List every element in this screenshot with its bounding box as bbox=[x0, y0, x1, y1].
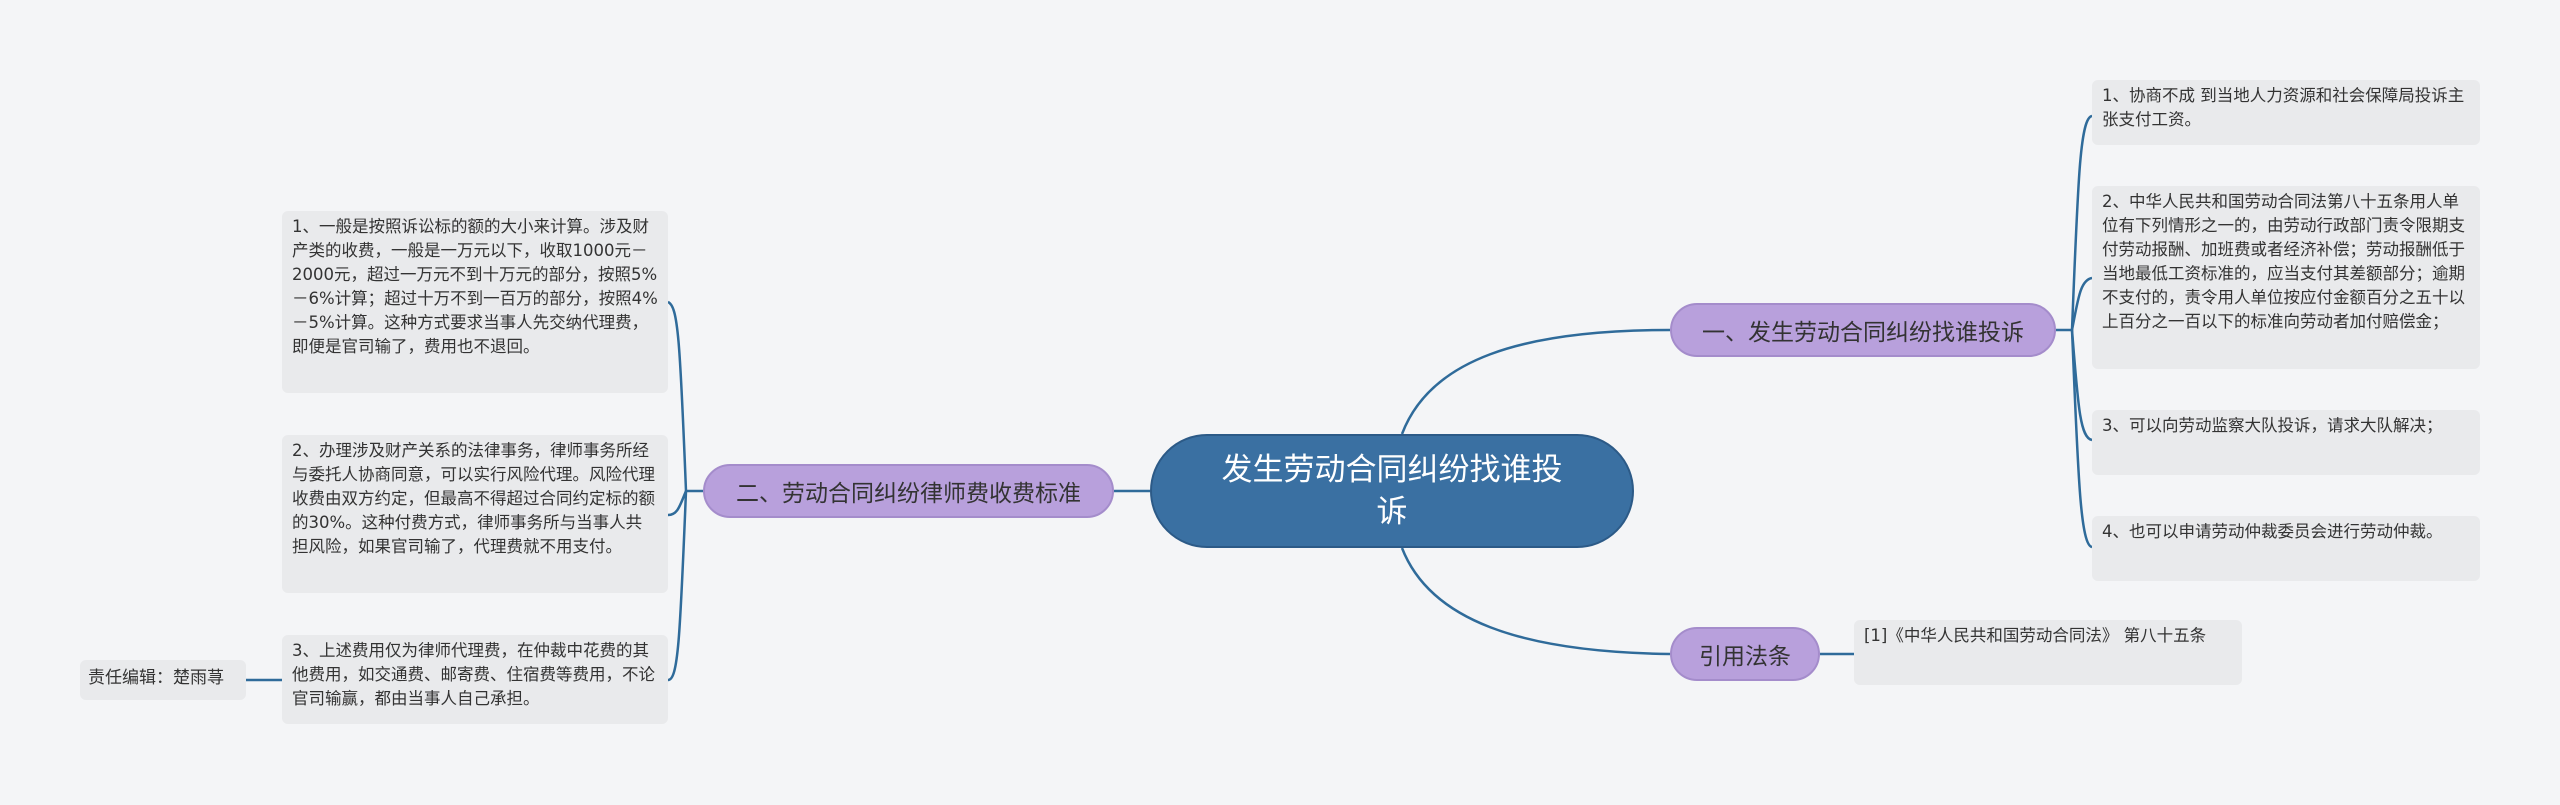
leaf-cited-law-1[interactable]: [1]《中华人民共和国劳动合同法》 第八十五条 bbox=[1854, 620, 2242, 685]
leaf-lawyer-fee-2-text: 2、办理涉及财产关系的法律事务，律师事务所经与委托人协商同意，可以实行风险代理。… bbox=[292, 441, 655, 556]
connector-branch-3-leaf-1 bbox=[667, 300, 688, 492]
connector-branch-1-leaf-4 bbox=[2070, 329, 2093, 549]
connector-branch-1-leaf-2 bbox=[2070, 276, 2093, 331]
leaf-complaint-4[interactable]: 4、也可以申请劳动仲裁委员会进行劳动仲裁。 bbox=[2092, 516, 2480, 581]
leaf-complaint-1-text: 1、协商不成 到当地人力资源和社会保障局投诉主张支付工资。 bbox=[2102, 86, 2465, 129]
leaf-lawyer-fee-1-text: 1、一般是按照诉讼标的额的大小来计算。涉及财产类的收费，一般是一万元以下，收取1… bbox=[292, 217, 658, 356]
leaf-complaint-2[interactable]: 2、中华人民共和国劳动合同法第八十五条用人单位有下列情形之一的，由劳动行政部门责… bbox=[2092, 186, 2480, 369]
leaf-complaint-3[interactable]: 3、可以向劳动监察大队投诉，请求大队解决； bbox=[2092, 410, 2480, 475]
connector-root-branch-2 bbox=[1400, 547, 1671, 656]
leaf-lawyer-fee-3[interactable]: 3、上述费用仅为律师代理费，在仲裁中花费的其他费用，如交通费、邮寄费、住宿费等费… bbox=[282, 635, 668, 724]
connector-branch-3-leaf-2 bbox=[667, 490, 688, 517]
connector-branch-3-leaf-3 bbox=[667, 490, 688, 682]
editor-credit-text: 责任编辑：楚雨荨 bbox=[88, 668, 224, 688]
root-topic-label: 发生劳动合同纠纷找谁投诉 bbox=[1221, 452, 1563, 530]
branch-cited-law-label: 引用法条 bbox=[1699, 644, 1791, 670]
branch-lawyer-fee[interactable]: 二、劳动合同纠纷律师费收费标准 bbox=[703, 464, 1114, 518]
leaf-lawyer-fee-3-text: 3、上述费用仅为律师代理费，在仲裁中花费的其他费用，如交通费、邮寄费、住宿费等费… bbox=[292, 641, 655, 708]
leaf-lawyer-fee-1[interactable]: 1、一般是按照诉讼标的额的大小来计算。涉及财产类的收费，一般是一万元以下，收取1… bbox=[282, 211, 668, 393]
leaf-complaint-2-text: 2、中华人民共和国劳动合同法第八十五条用人单位有下列情形之一的，由劳动行政部门责… bbox=[2102, 192, 2465, 331]
leaf-lawyer-fee-2[interactable]: 2、办理涉及财产关系的法律事务，律师事务所经与委托人协商同意，可以实行风险代理。… bbox=[282, 435, 668, 593]
branch-lawyer-fee-label: 二、劳动合同纠纷律师费收费标准 bbox=[736, 481, 1081, 507]
connector-root-branch-1 bbox=[1400, 328, 1671, 435]
editor-credit: 责任编辑：楚雨荨 bbox=[80, 660, 246, 700]
branch-complaint-label: 一、发生劳动合同纠纷找谁投诉 bbox=[1702, 320, 2024, 346]
leaf-cited-law-1-text: [1]《中华人民共和国劳动合同法》 第八十五条 bbox=[1864, 626, 2207, 645]
leaf-complaint-3-text: 3、可以向劳动监察大队投诉，请求大队解决； bbox=[2102, 416, 2443, 435]
leaf-complaint-1[interactable]: 1、协商不成 到当地人力资源和社会保障局投诉主张支付工资。 bbox=[2092, 80, 2480, 145]
root-topic[interactable]: 发生劳动合同纠纷找谁投诉 bbox=[1150, 434, 1634, 548]
branch-complaint[interactable]: 一、发生劳动合同纠纷找谁投诉 bbox=[1670, 303, 2056, 357]
branch-cited-law[interactable]: 引用法条 bbox=[1670, 627, 1820, 681]
leaf-complaint-4-text: 4、也可以申请劳动仲裁委员会进行劳动仲裁。 bbox=[2102, 522, 2443, 541]
connector-branch-1-leaf-1 bbox=[2070, 114, 2093, 331]
